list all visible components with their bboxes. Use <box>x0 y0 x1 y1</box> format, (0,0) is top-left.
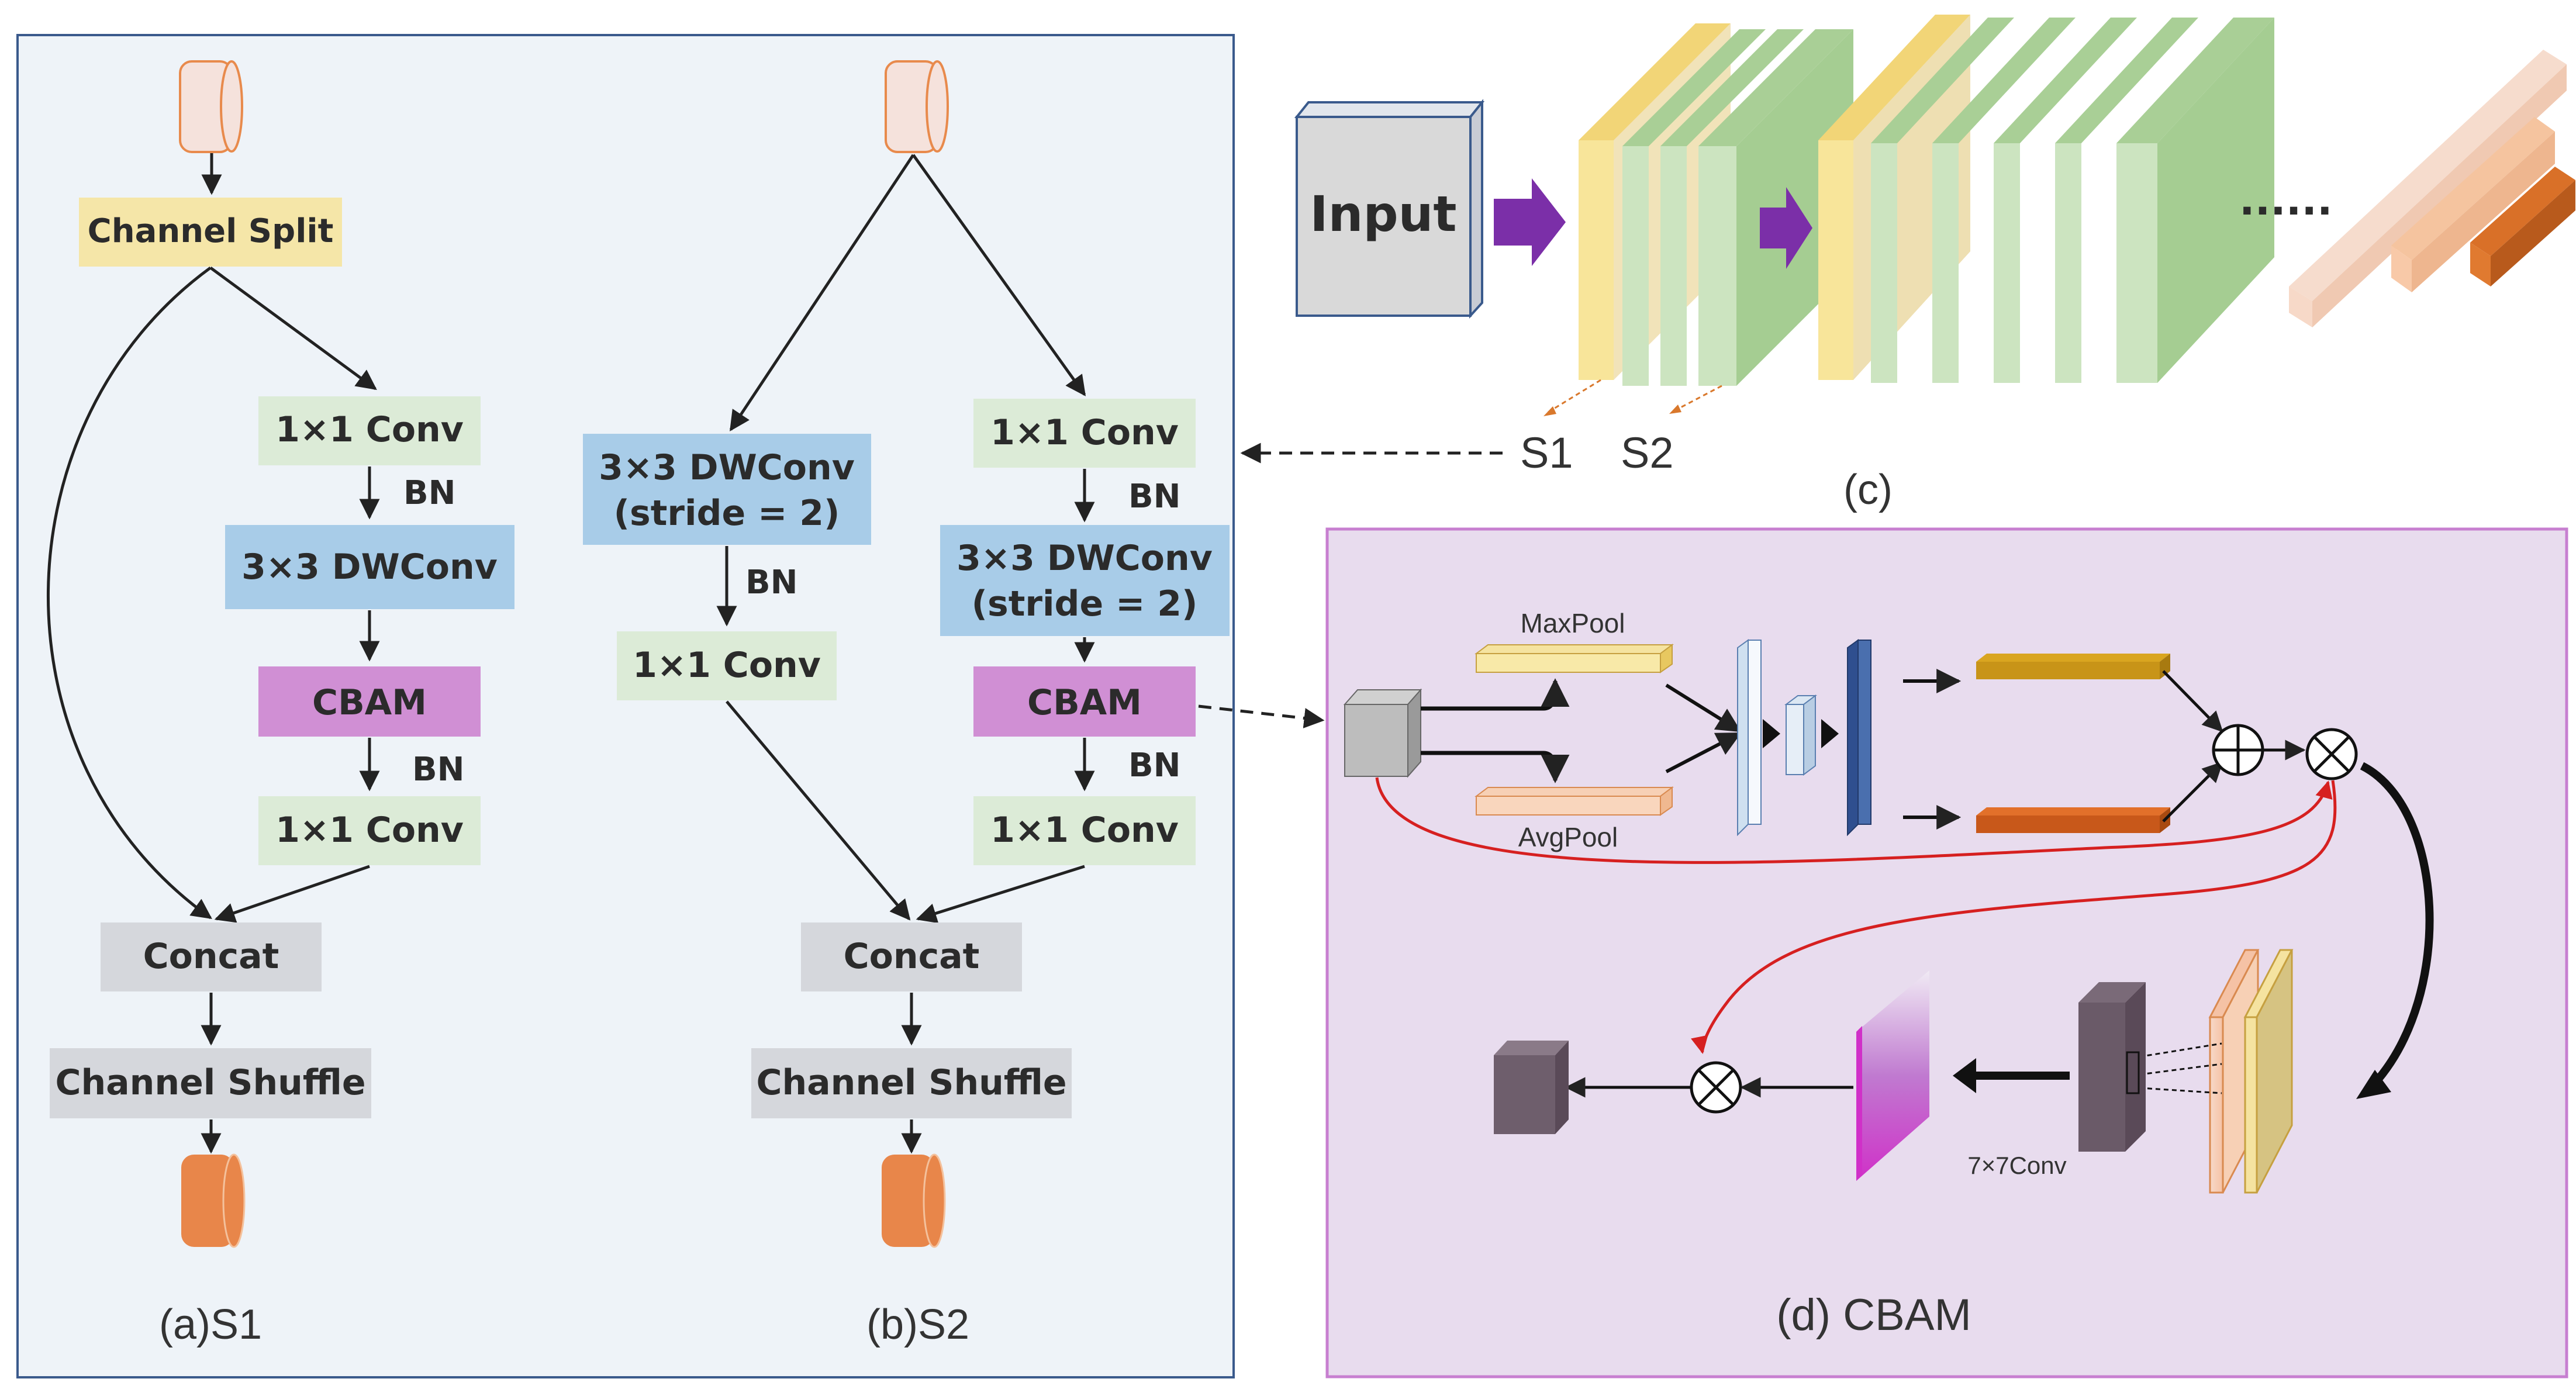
fc-bars <box>2289 50 2575 327</box>
avgpool-label: AvgPool <box>1518 822 1618 852</box>
dwconv-stride-label-b-right-2: (stride = 2) <box>972 583 1198 624</box>
bn-label-a1: BN <box>403 474 456 512</box>
residual-path-red-2 <box>1691 780 2337 1054</box>
bn-label-b-right2: BN <box>1128 747 1181 785</box>
bn-label-b-left: BN <box>745 564 798 602</box>
conv1x1-box-a2 <box>258 796 481 865</box>
output-cylinder-icon <box>181 1153 246 1248</box>
panel-b: 3×3 DWConv (stride = 2) BN 1×1 Conv 1×1 … <box>583 60 1230 1348</box>
layer-stack-2 <box>1818 15 2274 383</box>
conv1x1-label-b-right1: 1×1 Conv <box>990 412 1179 453</box>
spatial-pool-maps <box>2208 949 2294 1194</box>
channel-attn-bar-top <box>1976 654 2170 679</box>
bn-label-a2: BN <box>412 751 465 789</box>
input-cylinder-icon-b <box>885 60 949 153</box>
residual-path-red-1 <box>1375 777 2333 864</box>
avgpool-bar <box>1475 786 1674 816</box>
conv1x1-box-b-right2 <box>973 796 1196 865</box>
s1-pointer <box>1548 379 1601 413</box>
concat-box-a <box>101 922 322 991</box>
dwconv-stride-box-b-left <box>583 434 871 545</box>
shuffle-label-b: Channel Shuffle <box>756 1062 1066 1103</box>
panel-d: MaxPool AvgPool <box>1343 608 2434 1340</box>
conv1x1-box-b-left <box>617 631 837 700</box>
bn-label-b-right1: BN <box>1128 478 1181 516</box>
channel-split-label: Channel Split <box>88 212 334 250</box>
dwconv-stride-label-b-left-2: (stride = 2) <box>614 493 840 534</box>
caption-c: (c) <box>1843 467 1893 513</box>
shuffle-label-a: Channel Shuffle <box>55 1062 365 1103</box>
purple-arrow-2 <box>1760 187 1812 269</box>
conv1x1-box-a1 <box>258 396 481 465</box>
shared-mlp <box>1737 639 1871 837</box>
cbam-box-b <box>973 666 1196 737</box>
concat-box-b <box>801 922 1022 991</box>
caption-a: (a)S1 <box>159 1301 262 1348</box>
channel-split-box <box>79 198 342 267</box>
feature-cube-output <box>1494 1041 1569 1134</box>
s1-label: S1 <box>1520 429 1573 477</box>
shuffle-box-a <box>50 1048 371 1118</box>
multiply-op-icon-1 <box>2305 728 2358 780</box>
purple-arrow-1 <box>1494 178 1566 266</box>
dwconv-box-a <box>225 525 514 609</box>
maxpool-label: MaxPool <box>1521 608 1625 638</box>
conv1x1-label-b-right2: 1×1 Conv <box>990 810 1179 851</box>
conv1x1-label-b-left: 1×1 Conv <box>633 645 821 686</box>
caption-b: (b)S2 <box>866 1301 969 1348</box>
continuation-dots: ······ <box>2239 187 2333 235</box>
cbam-label-a: CBAM <box>312 682 427 723</box>
dwconv-stride-label-b-left-1: 3×3 DWConv <box>599 447 855 488</box>
conv-feature-block <box>2078 982 2146 1152</box>
s2-label: S2 <box>1621 429 1674 477</box>
cbam-box-a <box>258 666 481 737</box>
sum-op-icon <box>2212 724 2264 776</box>
curve-arrow-black <box>2360 762 2434 1087</box>
input-cube <box>1294 99 1485 319</box>
panel-c: Input <box>1294 15 2575 513</box>
concat-label-b: Concat <box>844 936 980 977</box>
shuffle-box-b <box>751 1048 1072 1118</box>
dwconv-stride-box-b-right <box>940 525 1230 636</box>
input-label: Input <box>1310 185 1456 243</box>
multiply-op-icon-2 <box>1690 1061 1742 1114</box>
conv1x1-box-b-right1 <box>973 399 1196 468</box>
dwconv-stride-label-b-right-1: 3×3 DWConv <box>956 538 1213 579</box>
caption-d: (d) CBAM <box>1776 1290 1971 1340</box>
layer-stack-1 <box>1579 23 1853 386</box>
conv1x1-label-a2: 1×1 Conv <box>275 810 464 851</box>
input-cylinder-icon <box>179 60 243 153</box>
channel-attn-bar-bottom <box>1976 807 2170 833</box>
conv7x7-label: 7×7Conv <box>1967 1152 2066 1179</box>
dwconv-label-a: 3×3 DWConv <box>241 547 498 588</box>
output-cylinder-icon-b <box>882 1153 946 1248</box>
maxpool-bar <box>1475 644 1674 673</box>
conv1x1-label-a1: 1×1 Conv <box>275 409 464 450</box>
s2-pointer <box>1674 385 1722 412</box>
feature-cube-input <box>1343 688 1422 778</box>
panel-a: Channel Split 1×1 Conv BN 3×3 DWConv CBA… <box>46 60 514 1348</box>
cbam-label-b: CBAM <box>1027 682 1142 723</box>
concat-label-a: Concat <box>143 936 279 977</box>
spatial-attention-map <box>1856 970 1929 1181</box>
